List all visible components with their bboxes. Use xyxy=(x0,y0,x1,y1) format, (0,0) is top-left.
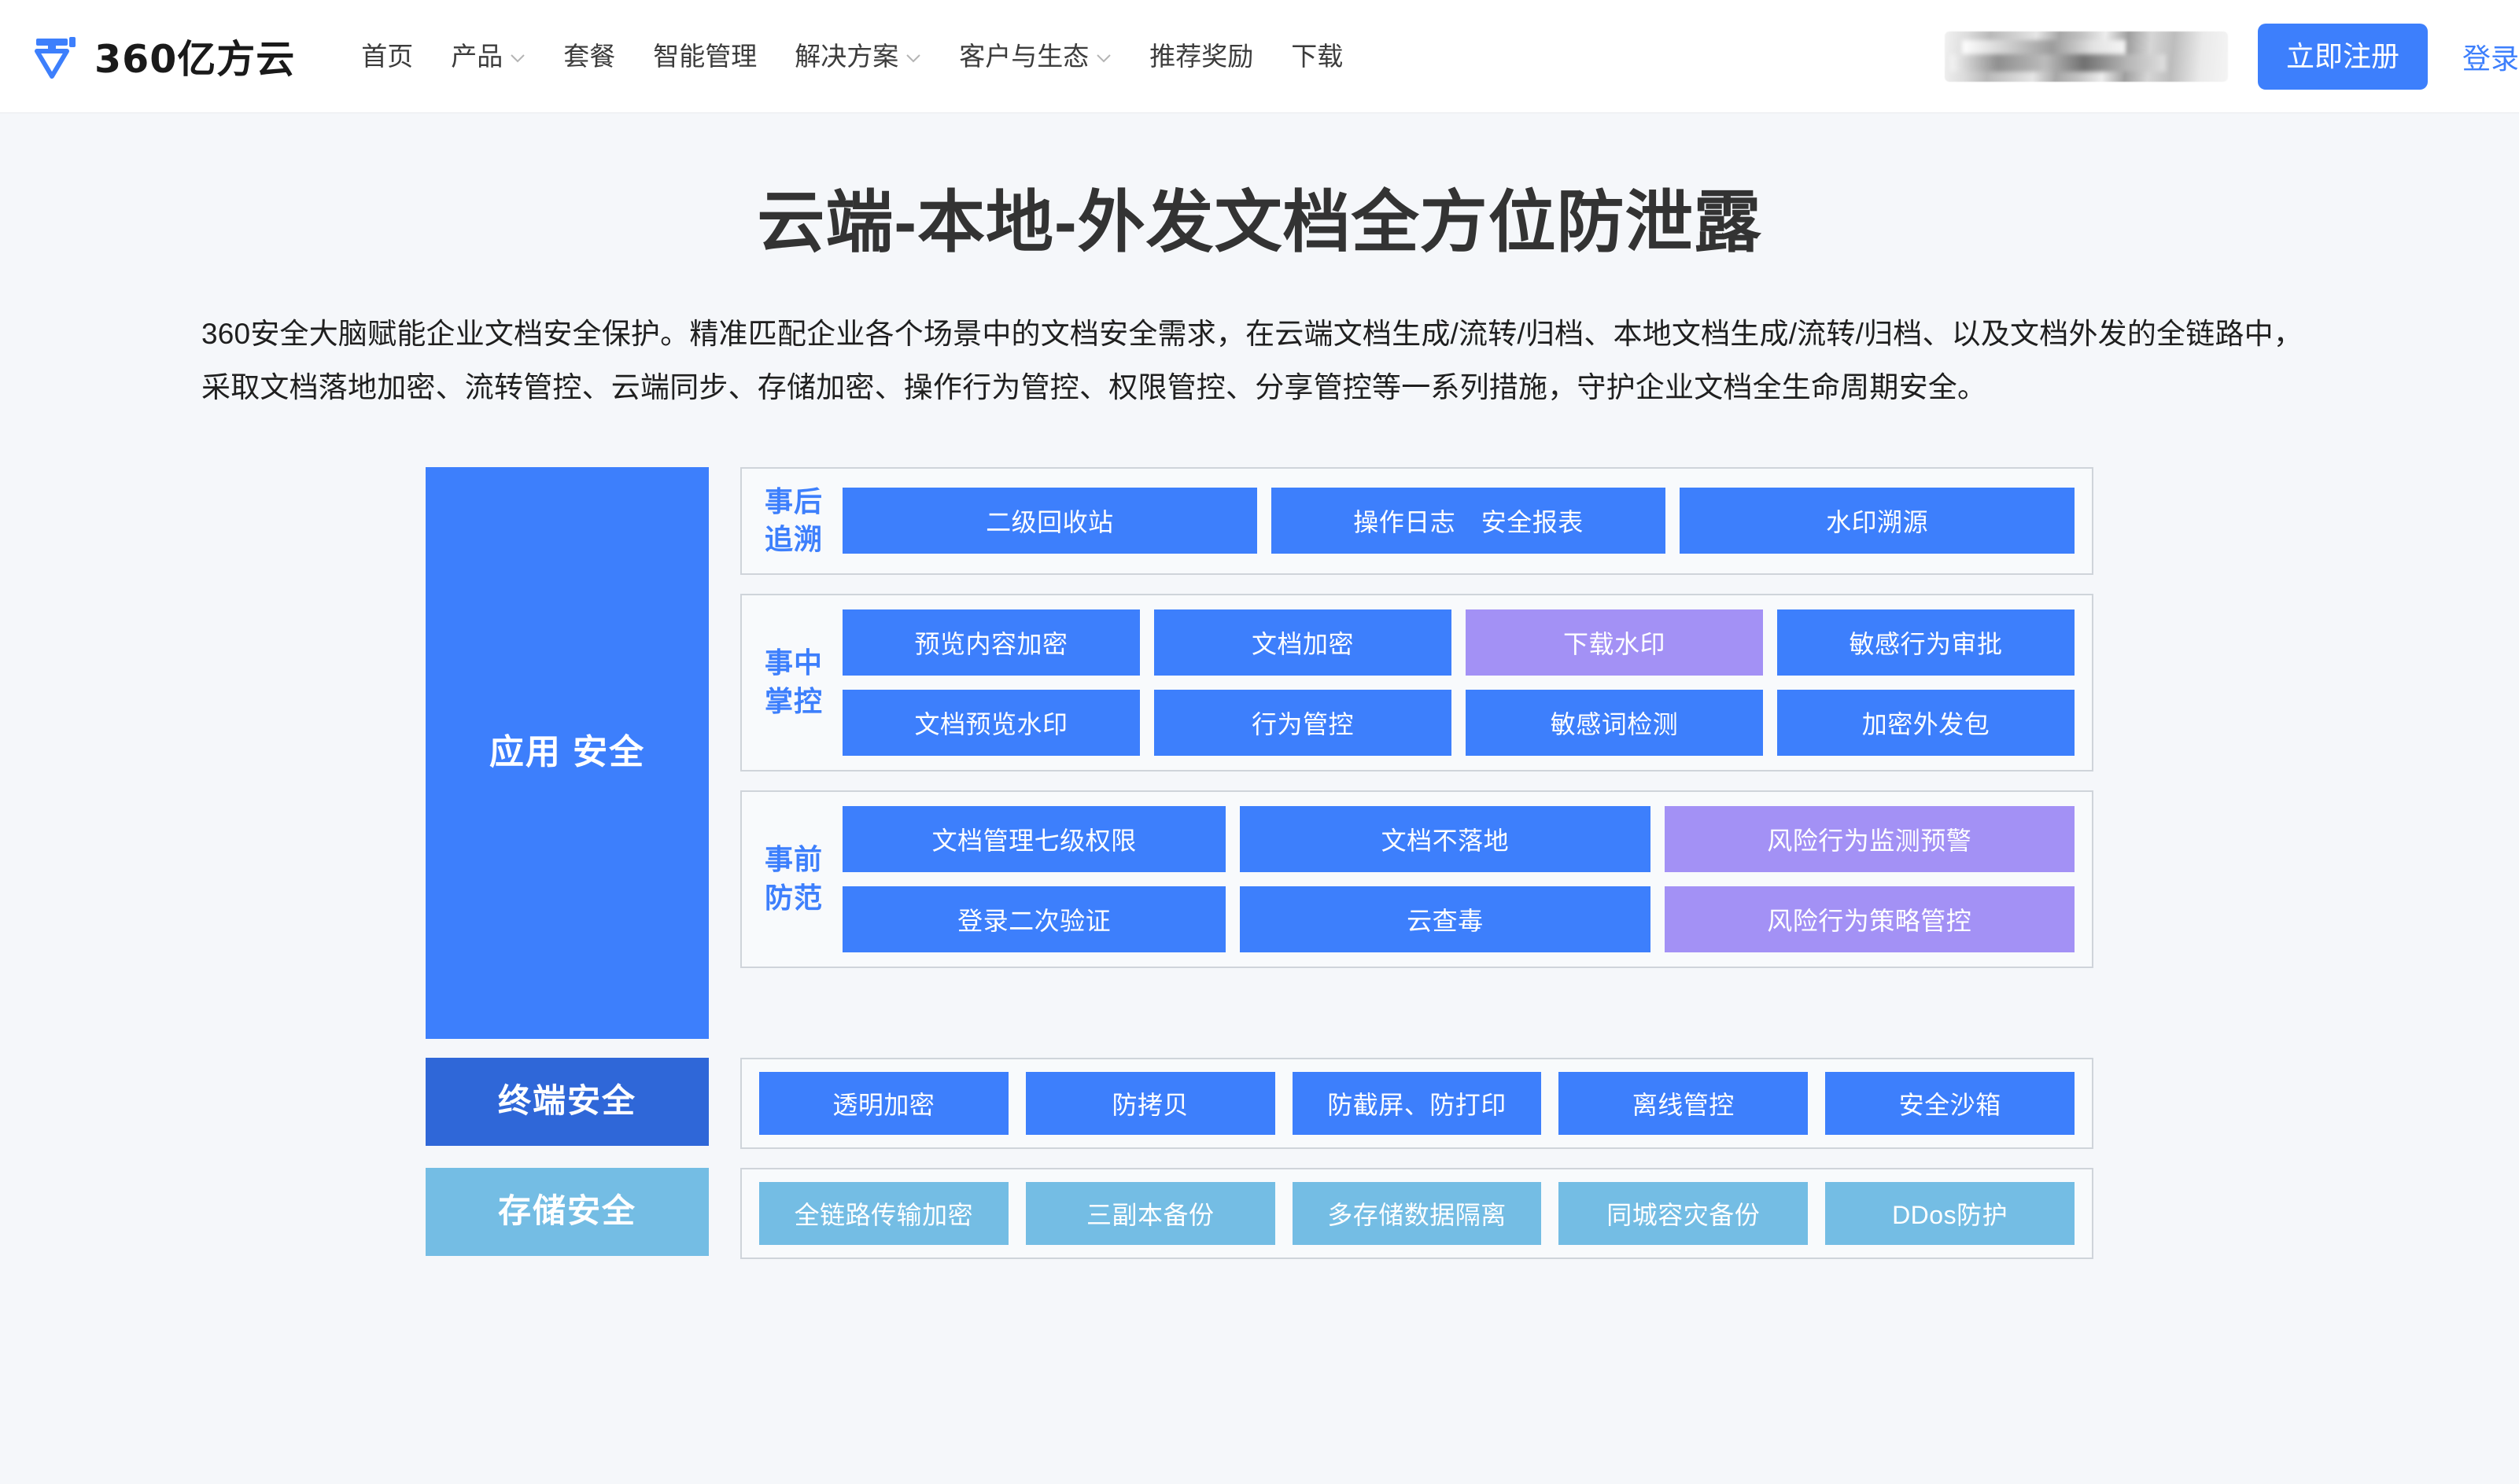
section-label-application-security: 应用 安全 xyxy=(426,466,709,1039)
feature-chip[interactable]: 安全沙箱 xyxy=(1825,1071,2075,1135)
feature-chip[interactable]: 同城容灾备份 xyxy=(1558,1181,1809,1245)
nav-item-customers-ecosystem[interactable]: 客户与生态 xyxy=(940,0,1130,113)
main-nav: 首页 产品 套餐 智能管理 解决方案 客户与生态 xyxy=(342,0,1945,113)
nav-item-home[interactable]: 首页 xyxy=(342,0,432,113)
terminal-security-section: 终端安全 透明加密 防拷贝 防截屏、防打印 离线管控 安全沙箱 xyxy=(426,1057,2093,1149)
nav-item-label: 推荐奖励 xyxy=(1149,41,1254,71)
phase-grid-after-trace: 二级回收站 操作日志 安全报表 水印溯源 xyxy=(843,488,2075,554)
brand-name: 360亿方云 xyxy=(94,37,296,82)
phase-before-prevention: 事前 防范 文档管理七级权限 文档不落地 风险行为监测预警 登录二次验证 云查毒… xyxy=(740,790,2093,969)
section-label-terminal-security: 终端安全 xyxy=(426,1057,709,1146)
feature-chip[interactable]: 敏感行为审批 xyxy=(1777,609,2075,676)
brand[interactable]: 360亿方云 xyxy=(31,28,295,84)
feature-chip[interactable]: 预览内容加密 xyxy=(843,609,1140,676)
phase-label-before-prevention: 事前 防范 xyxy=(764,843,823,915)
site-header: 360亿方云 首页 产品 套餐 智能管理 解决方案 xyxy=(0,0,2519,113)
feature-chip[interactable]: 全链路传输加密 xyxy=(759,1181,1009,1245)
feature-chip[interactable]: 水印溯源 xyxy=(1680,488,2075,554)
yifangyun-logo-icon xyxy=(31,32,80,81)
feature-chip[interactable]: 多存储数据隔离 xyxy=(1292,1181,1542,1245)
nav-item-label: 下载 xyxy=(1291,41,1344,71)
feature-chip[interactable]: 文档管理七级权限 xyxy=(843,806,1226,873)
feature-chip[interactable]: 防拷贝 xyxy=(1025,1071,1275,1135)
header-right: 立即注册 登录 xyxy=(1944,23,2519,90)
feature-chip[interactable]: 透明加密 xyxy=(759,1071,1009,1135)
nav-item-label: 首页 xyxy=(361,41,414,71)
feature-chip[interactable]: 加密外发包 xyxy=(1777,690,2075,757)
security-architecture-diagram: 应用 安全 事后 追溯 二级回收站 操作日志 安全报表 水印溯源 事中 掌控 预… xyxy=(426,466,2093,1259)
storage-security-items: 全链路传输加密 三副本备份 多存储数据隔离 同城容灾备份 DDos防护 xyxy=(740,1167,2093,1259)
chevron-down-icon xyxy=(510,53,526,63)
feature-chip[interactable]: 离线管控 xyxy=(1558,1071,1809,1135)
page-body: 云端-本地-外发文档全方位防泄露 360安全大脑赋能企业文档安全保护。精准匹配企… xyxy=(0,113,2519,1484)
feature-chip[interactable]: 三副本备份 xyxy=(1025,1181,1275,1245)
page-title: 云端-本地-外发文档全方位防泄露 xyxy=(757,185,1762,260)
register-button[interactable]: 立即注册 xyxy=(2257,23,2428,90)
feature-chip[interactable]: 二级回收站 xyxy=(843,488,1257,554)
nav-item-download[interactable]: 下载 xyxy=(1272,0,1362,113)
nav-item-products[interactable]: 产品 xyxy=(432,0,544,113)
nav-item-packages[interactable]: 套餐 xyxy=(544,0,634,113)
phase-during-control: 事中 掌控 预览内容加密 文档加密 下载水印 敏感行为审批 文档预览水印 行为管… xyxy=(740,594,2093,772)
nav-item-label: 产品 xyxy=(451,41,503,71)
phase-label-after-trace: 事后 追溯 xyxy=(764,484,823,556)
storage-security-section: 存储安全 全链路传输加密 三副本备份 多存储数据隔离 同城容灾备份 DDos防护 xyxy=(426,1167,2093,1259)
section-label-storage-security: 存储安全 xyxy=(426,1167,709,1256)
feature-chip[interactable]: 登录二次验证 xyxy=(843,886,1226,953)
feature-chip[interactable]: 操作日志 安全报表 xyxy=(1271,488,1666,554)
chevron-down-icon xyxy=(905,53,921,63)
feature-chip[interactable]: 文档预览水印 xyxy=(843,690,1140,757)
terminal-security-items: 透明加密 防拷贝 防截屏、防打印 离线管控 安全沙箱 xyxy=(740,1057,2093,1149)
nav-item-solutions[interactable]: 解决方案 xyxy=(776,0,940,113)
feature-chip[interactable]: 文档加密 xyxy=(1154,609,1451,676)
chevron-down-icon xyxy=(1096,53,1112,63)
feature-chip[interactable]: 行为管控 xyxy=(1154,690,1451,757)
hero-description: 360安全大脑赋能企业文档安全保护。精准匹配企业各个场景中的文档安全需求，在云端… xyxy=(201,318,2303,403)
phase-grid-before-prevention: 文档管理七级权限 文档不落地 风险行为监测预警 登录二次验证 云查毒 风险行为策… xyxy=(843,806,2075,953)
feature-chip[interactable]: 云查毒 xyxy=(1240,886,1650,953)
phase-after-trace: 事后 追溯 二级回收站 操作日志 安全报表 水印溯源 xyxy=(740,466,2093,576)
feature-chip[interactable]: 下载水印 xyxy=(1466,609,1763,676)
feature-chip[interactable]: DDos防护 xyxy=(1825,1181,2075,1245)
nav-item-referral-rewards[interactable]: 推荐奖励 xyxy=(1130,0,1272,113)
nav-item-label: 智能管理 xyxy=(653,41,758,71)
redacted-user-info[interactable] xyxy=(1944,31,2228,82)
feature-chip[interactable]: 敏感词检测 xyxy=(1466,690,1763,757)
nav-item-label: 解决方案 xyxy=(795,41,899,71)
nav-item-label: 套餐 xyxy=(563,41,616,71)
phase-grid-during-control: 预览内容加密 文档加密 下载水印 敏感行为审批 文档预览水印 行为管控 敏感词检… xyxy=(843,609,2075,757)
login-link[interactable]: 登录 xyxy=(2462,42,2519,75)
application-security-section: 应用 安全 事后 追溯 二级回收站 操作日志 安全报表 水印溯源 事中 掌控 预… xyxy=(426,466,2093,1039)
nav-item-smart-management[interactable]: 智能管理 xyxy=(634,0,776,113)
feature-chip[interactable]: 文档不落地 xyxy=(1240,806,1650,873)
feature-chip[interactable]: 风险行为监测预警 xyxy=(1664,806,2075,873)
nav-item-label: 客户与生态 xyxy=(959,41,1090,71)
feature-chip[interactable]: 风险行为策略管控 xyxy=(1664,886,2075,953)
phase-label-during-control: 事中 掌控 xyxy=(764,646,823,718)
feature-chip[interactable]: 防截屏、防打印 xyxy=(1292,1071,1542,1135)
application-security-phases: 事后 追溯 二级回收站 操作日志 安全报表 水印溯源 事中 掌控 预览内容加密 … xyxy=(740,466,2093,1039)
